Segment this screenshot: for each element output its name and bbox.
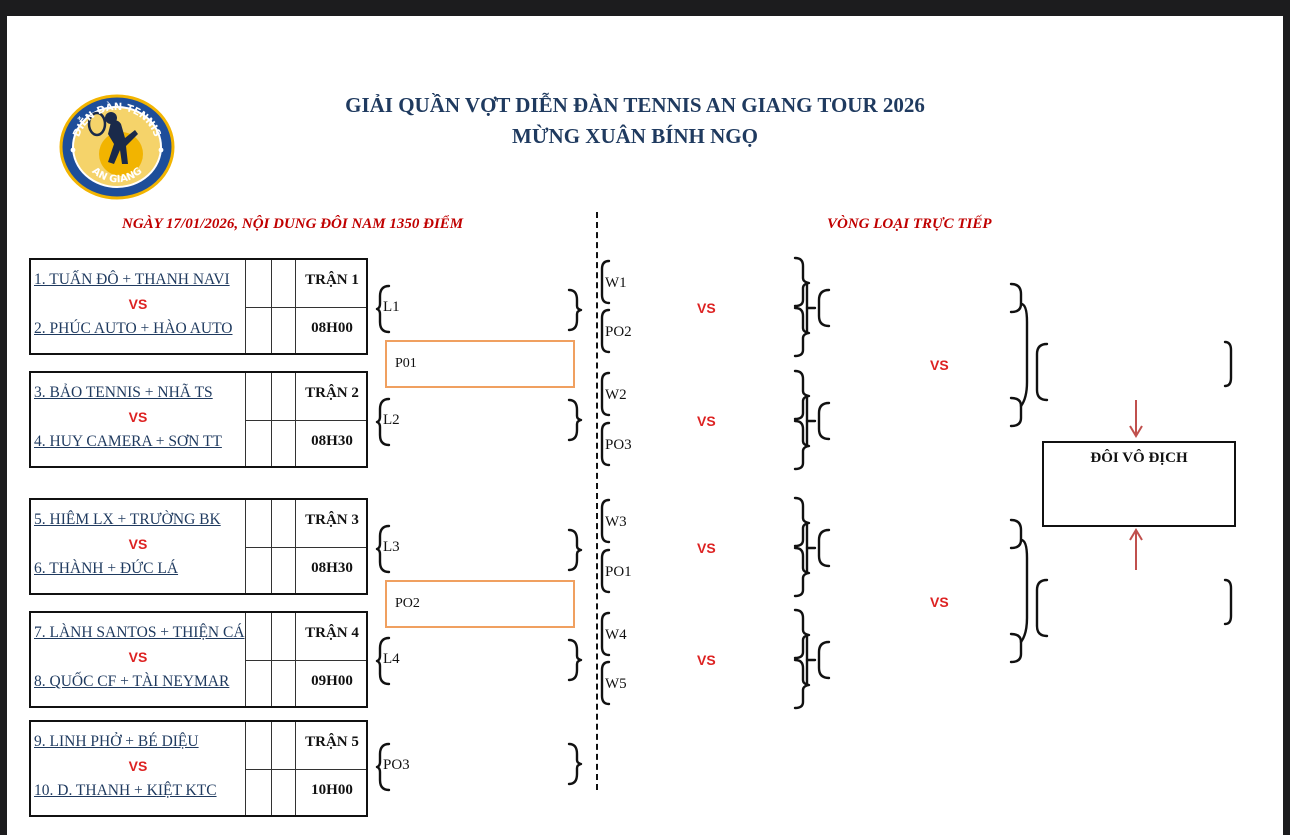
quarterfinal-bracket <box>793 369 831 471</box>
champion-label: ĐÔI VÔ ĐỊCH <box>1090 450 1188 466</box>
quarterfinal-bracket <box>793 256 831 358</box>
loser-label: L3 <box>383 539 400 555</box>
loser-label: PO3 <box>383 757 410 773</box>
match-number: TRẬN 1 <box>305 272 359 288</box>
match-time: 08H00 <box>311 320 353 336</box>
semifinal-bracket <box>1009 518 1049 664</box>
vs-label: VS <box>930 594 949 610</box>
entry-bracket <box>600 421 611 467</box>
quarterfinal-bracket <box>793 608 831 710</box>
entry-bracket <box>600 259 611 305</box>
entry-bracket <box>600 308 611 354</box>
vs-label: VS <box>128 758 148 774</box>
loser-label: L2 <box>383 412 400 428</box>
match-1-table: 1. TUẤN ĐÔ + THANH NAVI VS 2. PHÚC AUTO … <box>29 258 368 355</box>
vs-label: VS <box>128 649 148 665</box>
knockout-slot-label: W5 <box>605 676 627 692</box>
match-5-table: 9. LINH PHỞ + BÉ DIỆU VS 10. D. THANH + … <box>29 720 368 817</box>
vs-label: VS <box>128 409 148 425</box>
match-number: TRẬN 5 <box>305 734 359 750</box>
team-4: 4. HUY CAMERA + SƠN TT <box>34 433 222 450</box>
match-time: 08H30 <box>311 560 353 576</box>
team-8: 8. QUỐC CF + TÀI NEYMAR <box>34 673 230 690</box>
arrow-down-icon <box>1129 400 1143 438</box>
closing-bracket <box>567 638 583 682</box>
vs-label: VS <box>697 652 716 668</box>
knockout-slot-label: PO1 <box>605 564 632 580</box>
entry-bracket <box>600 548 611 594</box>
tennis-logo: DIỄN ĐÀN TENNIS AN GIANG <box>59 94 175 200</box>
loser-bracket <box>375 397 391 447</box>
closing-bracket <box>567 288 583 332</box>
loser-bracket <box>375 524 391 574</box>
loser-label: L4 <box>383 651 400 667</box>
match-number: TRẬN 2 <box>305 385 359 401</box>
team-10: 10. D. THANH + KIỆT KTC <box>34 782 217 799</box>
champion-box: ĐÔI VÔ ĐỊCH <box>1042 441 1236 527</box>
knockout-slot-label: W2 <box>605 387 627 403</box>
loser-bracket <box>375 742 391 792</box>
final-slot-bracket <box>1223 578 1233 626</box>
playoff-box-1: P01 <box>385 340 575 388</box>
vs-label: VS <box>697 540 716 556</box>
team-9: 9. LINH PHỞ + BÉ DIỆU <box>34 733 199 750</box>
semifinal-bracket <box>1009 282 1049 428</box>
knockout-slot-label: W3 <box>605 514 627 530</box>
match-2-table: 3. BẢO TENNIS + NHÃ TS VS 4. HUY CAMERA … <box>29 371 368 468</box>
match-time: 09H00 <box>311 673 353 689</box>
match-time: 08H30 <box>311 433 353 449</box>
team-3: 3. BẢO TENNIS + NHÃ TS <box>34 384 213 401</box>
loser-label: L1 <box>383 299 400 315</box>
loser-bracket <box>375 636 391 686</box>
quarterfinal-bracket <box>793 496 831 598</box>
knockout-slot-label: PO3 <box>605 437 632 453</box>
team-7: 7. LÀNH SANTOS + THIỆN CÁ <box>34 624 245 641</box>
entry-bracket <box>600 611 611 657</box>
team-6: 6. THÀNH + ĐỨC LÁ <box>34 560 179 577</box>
team-2: 2. PHÚC AUTO + HÀO AUTO <box>34 320 233 337</box>
loser-bracket <box>375 284 391 334</box>
entry-bracket <box>600 660 611 706</box>
match-number: TRẬN 4 <box>305 625 359 641</box>
closing-bracket <box>567 742 583 786</box>
bracket-sheet: DIỄN ĐÀN TENNIS AN GIANG GIẢI QUẦN VỢT D… <box>7 16 1283 835</box>
tournament-title: GIẢI QUẦN VỢT DIỄN ĐÀN TENNIS AN GIANG T… <box>345 93 925 117</box>
match-time: 10H00 <box>311 782 353 798</box>
knockout-slot-label: W4 <box>605 627 627 643</box>
closing-bracket <box>567 398 583 442</box>
vs-label: VS <box>697 413 716 429</box>
final-slot-bracket <box>1223 340 1233 388</box>
match-4-table: 7. LÀNH SANTOS + THIỆN CÁ VS 8. QUỐC CF … <box>29 611 368 708</box>
tournament-subtitle: MỪNG XUÂN BÍNH NGỌ <box>512 124 758 148</box>
vs-label: VS <box>128 536 148 552</box>
vs-label: VS <box>128 296 148 312</box>
vs-label: VS <box>930 357 949 373</box>
team-1: 1. TUẤN ĐÔ + THANH NAVI <box>34 271 230 288</box>
knockout-heading: VÒNG LOẠI TRỰC TIẾP <box>827 216 992 232</box>
playoff-box-2: PO2 <box>385 580 575 628</box>
entry-bracket <box>600 371 611 417</box>
dashed-divider <box>596 212 598 790</box>
knockout-slot-label: PO2 <box>605 324 632 340</box>
entry-bracket <box>600 498 611 544</box>
match-number: TRẬN 3 <box>305 512 359 528</box>
closing-bracket <box>567 528 583 572</box>
date-event-heading: NGÀY 17/01/2026, NỘI DUNG ĐÔI NAM 1350 Đ… <box>122 216 464 232</box>
vs-label: VS <box>697 300 716 316</box>
knockout-slot-label: W1 <box>605 275 627 291</box>
team-5: 5. HIÊM LX + TRƯỜNG BK <box>34 511 221 528</box>
arrow-up-icon <box>1129 528 1143 570</box>
match-3-table: 5. HIÊM LX + TRƯỜNG BK VS 6. THÀNH + ĐỨC… <box>29 498 368 595</box>
